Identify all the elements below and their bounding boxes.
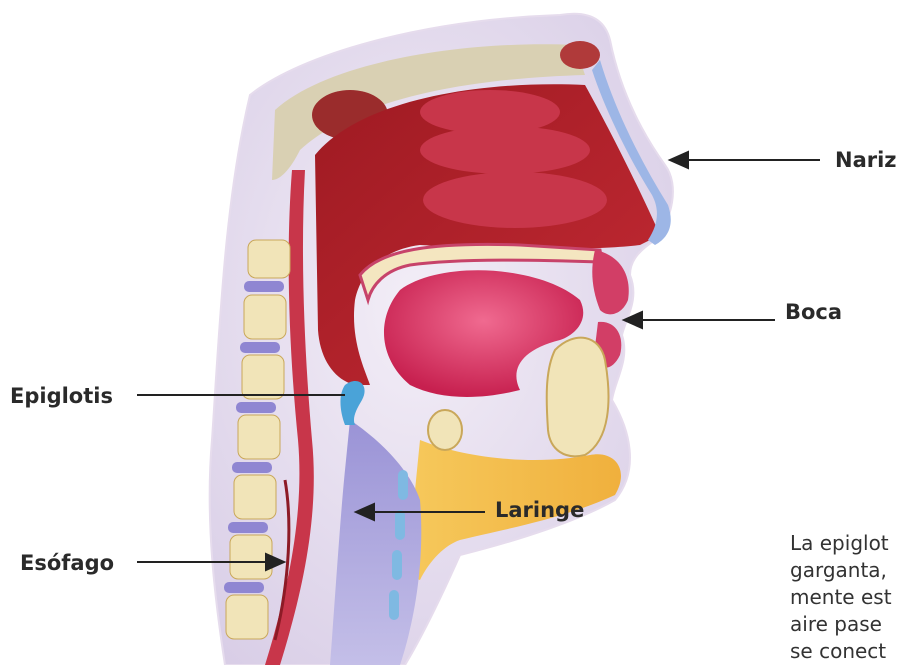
caption-line: se conect bbox=[790, 638, 903, 665]
mouth-label: Boca bbox=[785, 302, 842, 323]
esophagus-label: Esófago bbox=[20, 553, 114, 574]
caption-line: mente est bbox=[790, 584, 903, 611]
mandible bbox=[547, 338, 609, 457]
nose-arrowhead bbox=[670, 152, 688, 168]
caption-line: garganta, bbox=[790, 557, 903, 584]
larynx-label: Laringe bbox=[495, 500, 584, 521]
caption-text: La epiglot garganta, mente est aire pase… bbox=[790, 530, 903, 665]
epiglottis-label: Epiglotis bbox=[10, 386, 113, 407]
nose-label: Nariz bbox=[835, 150, 897, 171]
caption-line: La epiglot bbox=[790, 530, 903, 557]
hyoid-bone bbox=[428, 410, 462, 450]
frontal-sinus bbox=[560, 41, 600, 69]
caption-line: aire pase bbox=[790, 611, 903, 638]
